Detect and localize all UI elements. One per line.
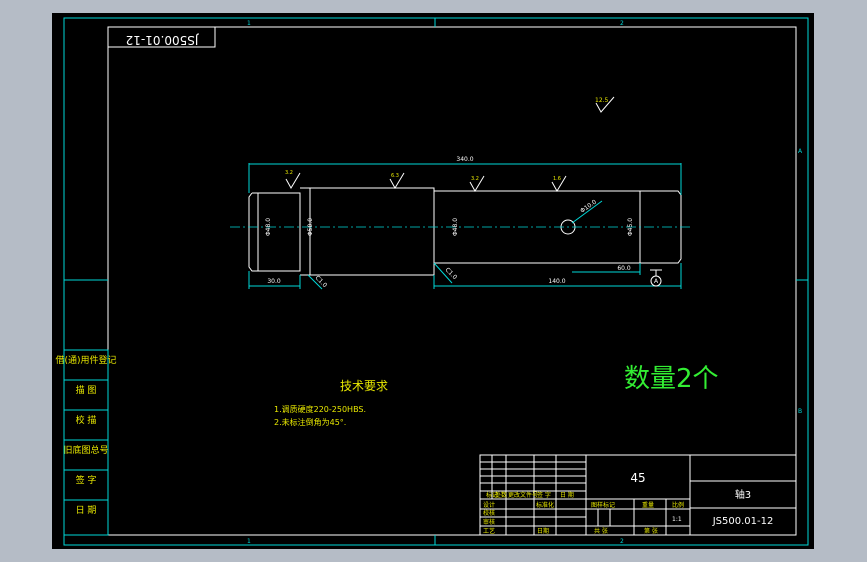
tb-drawing-no: JS500.01-12 xyxy=(712,516,774,527)
tb-std-label: 标准化 xyxy=(536,501,554,509)
dim-dia-left-body: Φ50.0 xyxy=(307,218,314,236)
stamp-box xyxy=(107,26,216,48)
side-strip xyxy=(63,349,109,536)
drawing-canvas: 1 2 1 2 A B JS500.01-12 借(通)用件登记 描 图 校 描… xyxy=(52,13,814,549)
title-block-grid xyxy=(479,454,797,536)
roughness-mark-1 xyxy=(285,172,301,189)
extension-lines xyxy=(248,163,682,289)
side-label-4: 签 字 xyxy=(76,474,97,486)
tb-header-4: 日 期 xyxy=(560,491,574,499)
drawing-svg: 1 2 1 2 A B JS500.01-12 借(通)用件登记 描 图 校 描… xyxy=(55,17,809,546)
chamfer-leader-mid xyxy=(433,262,453,284)
datum-symbol xyxy=(650,269,662,287)
tb-header-2: 更改文件号 xyxy=(508,491,538,499)
dim-dia-left-end: Φ48.0 xyxy=(265,218,272,236)
dim-left-step-length: 30.0 xyxy=(267,278,281,285)
roughness-value-4: 1.6 xyxy=(553,176,561,182)
side-label-3: 旧底图总号 xyxy=(63,444,108,456)
tech-req-title: 技术要求 xyxy=(340,379,388,393)
roughness-mark-4 xyxy=(551,175,567,192)
overall-roughness-symbol xyxy=(595,96,615,113)
dim-dia-right-end: Φ45.0 xyxy=(627,218,634,236)
drawing-number-stamp: JS500.01-12 xyxy=(126,33,200,47)
zone-right-b: B xyxy=(798,408,802,415)
dim-dia-right-body: Φ48.0 xyxy=(452,218,459,236)
roughness-mark-3 xyxy=(469,175,485,192)
roughness-mark-2 xyxy=(389,172,405,189)
tech-req-line-2: 2.未标注倒角为45°. xyxy=(274,417,346,427)
outer-frame xyxy=(63,17,809,546)
zone-bottom-1: 1 xyxy=(247,538,251,545)
tb-header-0: 标记 xyxy=(486,491,498,499)
quantity-note: 数量2个 xyxy=(624,364,719,394)
tech-req-line-1: 1.调质硬度220-250HBS. xyxy=(274,404,366,414)
dim-left-chamfer: C1.0 xyxy=(314,274,329,289)
dim-right-section-length: 140.0 xyxy=(548,278,565,285)
side-label-5: 日 期 xyxy=(76,505,97,516)
tb-row-check: 校核 xyxy=(483,509,495,517)
zone-top-1: 1 xyxy=(247,20,251,27)
tb-scale-value: 1:1 xyxy=(672,516,682,523)
tb-material: 45 xyxy=(630,471,645,485)
tb-row-process: 工艺 xyxy=(483,527,495,535)
hole-leader xyxy=(571,200,603,224)
dim-overall-length: 340.0 xyxy=(456,156,473,163)
dim-mid-chamfer: C1.0 xyxy=(444,266,459,281)
overall-roughness-value: 12.5 xyxy=(595,97,609,104)
tb-date-label: 日期 xyxy=(537,527,549,535)
tb-part-name: 轴3 xyxy=(735,488,751,501)
dim-right-end-length: 60.0 xyxy=(617,265,631,272)
tb-row-review: 审核 xyxy=(483,518,495,526)
tb-header-3: 签 字 xyxy=(537,491,551,499)
side-label-2: 校 描 xyxy=(76,414,97,426)
tb-scale-label: 比例 xyxy=(672,501,684,509)
roughness-value-3: 3.2 xyxy=(471,176,479,182)
chamfer-leader-left xyxy=(307,274,323,290)
roughness-value-2: 6.3 xyxy=(391,173,399,179)
datum-label: A xyxy=(654,278,659,285)
roughness-value-1: 3.2 xyxy=(285,170,293,176)
tb-sheet-total: 共 张 xyxy=(594,527,608,535)
tb-row-design: 设计 xyxy=(483,501,495,509)
zone-bottom-2: 2 xyxy=(620,538,624,545)
side-label-0: 借(通)用件登记 xyxy=(55,354,116,366)
side-label-1: 描 图 xyxy=(76,384,97,396)
zone-top-2: 2 xyxy=(620,20,624,27)
tb-sheet-no: 第 张 xyxy=(644,527,658,535)
inner-border xyxy=(107,26,797,536)
tb-weight-label: 重量 xyxy=(642,501,654,509)
zone-right-a: A xyxy=(798,148,803,155)
tb-header-1: 处数 xyxy=(495,491,507,499)
tb-stage-label: 图样标记 xyxy=(591,501,615,509)
